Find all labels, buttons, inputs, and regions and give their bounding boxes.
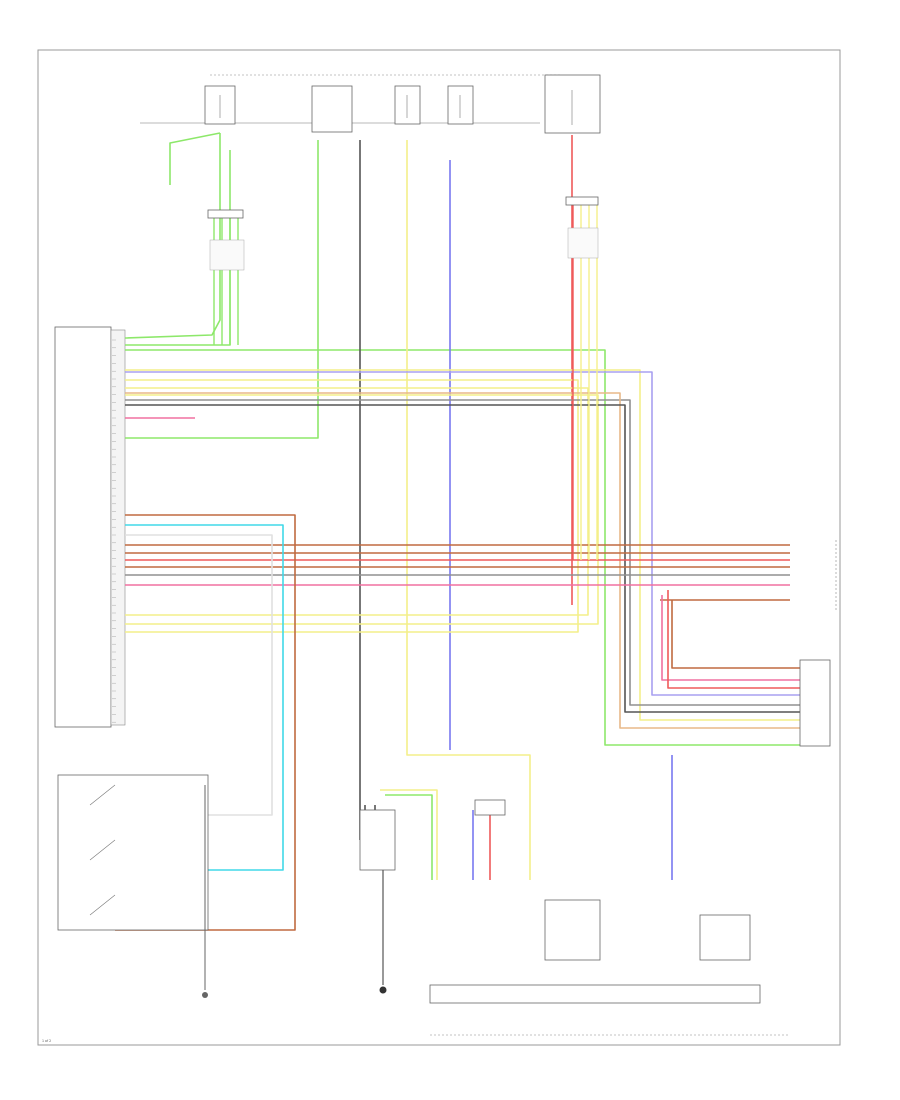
lavender-wire-tcm-9 (125, 371, 800, 696)
green-wire-relay (125, 140, 319, 439)
yellow-wire-tcm-6 (125, 394, 599, 625)
bottom-components (202, 799, 790, 1036)
ground-point-center (379, 986, 387, 994)
pressure-switch-box (699, 914, 751, 961)
page-number: 1 of 2 (42, 1039, 51, 1043)
lower-control-box (429, 984, 761, 1004)
diagram-frame (37, 49, 841, 1046)
select-lever-box (57, 774, 209, 931)
harness-connector-b (567, 227, 599, 259)
at-select-lever (57, 774, 209, 990)
red-wire-drop (667, 590, 800, 689)
wire-harness (115, 132, 800, 931)
tcm-connector-strip (110, 329, 126, 726)
sensor-plug-box (359, 809, 396, 871)
joint-connector-1 (207, 209, 244, 219)
throttle-sensor-box (544, 899, 601, 961)
green-wire-ground-feed (169, 132, 221, 185)
main-relay-box (311, 85, 353, 133)
pink-wire-drop (661, 595, 800, 681)
tcm-pin-ticks (112, 339, 116, 723)
tcm-box (54, 326, 112, 728)
brown-wire-drop (671, 600, 800, 669)
joint-connector-2 (565, 196, 599, 206)
ground-point-left (202, 992, 208, 998)
green-wire-tcm-1 (124, 133, 221, 339)
right-connector-body (799, 659, 831, 747)
fuse-relay-section (140, 74, 601, 134)
yellow-wire-tcm-4 (125, 379, 579, 633)
harness-connector-a (209, 239, 245, 271)
select-switch-3 (89, 894, 116, 916)
fuse-box-2 (394, 85, 421, 125)
yellow-wire-fuse-2 (406, 140, 531, 880)
yellow-wire-tcm-5 (125, 387, 589, 616)
sensor-connector-box (474, 799, 506, 816)
select-switch-1 (89, 784, 116, 806)
yellow-wire-sensor (380, 789, 438, 880)
inline-connectors (207, 196, 599, 271)
white-wire-select-lever (115, 534, 273, 816)
fuse-box-3 (447, 85, 474, 125)
select-switch-2 (89, 839, 116, 861)
dark-wire-tcm-10 (125, 404, 800, 713)
green-wire-bus-right (125, 349, 800, 746)
fuse-box-4 (544, 74, 601, 134)
transmission-control-module (54, 326, 126, 728)
green-wire-sensor (385, 794, 433, 880)
right-connector (799, 540, 837, 747)
